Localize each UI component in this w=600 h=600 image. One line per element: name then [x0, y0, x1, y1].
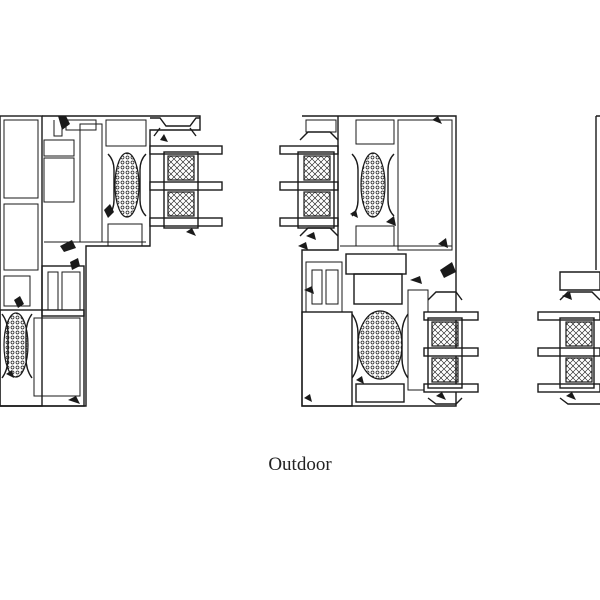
left-lower-foam [3, 312, 29, 378]
outdoor-caption: Outdoor [268, 454, 332, 475]
left-thermal-break-foam [114, 152, 140, 218]
middle-upper-foam [360, 152, 386, 218]
left-glass-pane-1 [149, 145, 223, 155]
right-profile-section [537, 115, 600, 405]
middle-glass-pane-3 [279, 217, 339, 227]
left-profile-section [0, 115, 223, 407]
middle-profile-section [279, 115, 479, 407]
left-glass-pane-2 [149, 181, 223, 191]
right-glass-pane-2 [537, 347, 600, 357]
middle-glass-pane-4 [423, 311, 479, 321]
middle-glass-pane-5 [423, 347, 479, 357]
left-glass-pane-3 [149, 217, 223, 227]
middle-lower-foam [357, 310, 403, 380]
right-glass-pane-1 [537, 311, 600, 321]
middle-glass-pane-1 [279, 145, 339, 155]
middle-glass-pane-2 [279, 181, 339, 191]
